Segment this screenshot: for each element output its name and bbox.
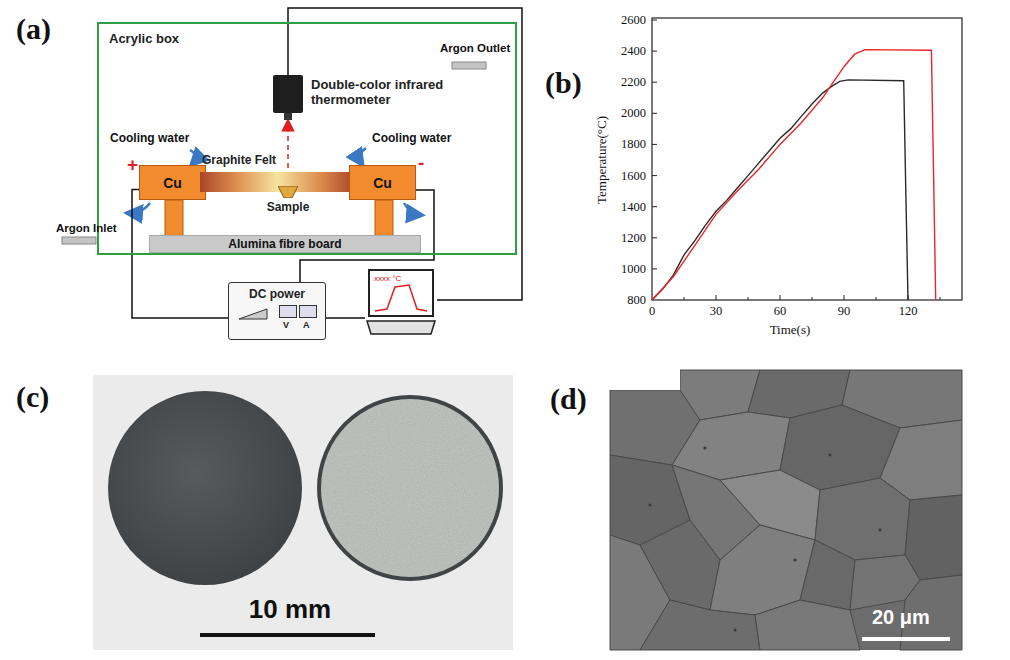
figure-label: 2600 bbox=[600, 12, 646, 28]
screen-curve bbox=[375, 285, 427, 311]
thermometer-lens bbox=[284, 113, 292, 120]
figure-label: 90 bbox=[824, 304, 864, 319]
alumina-board: Alumina fibre board bbox=[149, 235, 421, 253]
figure-label: Temperature(°C) bbox=[594, 95, 610, 225]
electrode-stand bbox=[375, 200, 393, 236]
meter-display bbox=[299, 305, 317, 318]
panel-letter: (a) bbox=[16, 12, 51, 46]
node-label: Sample bbox=[262, 200, 314, 214]
electrode-stand bbox=[165, 200, 183, 236]
graphite-felt: Graphite Felt bbox=[200, 172, 355, 192]
knob-shape bbox=[239, 309, 267, 319]
water-arrow bbox=[360, 148, 366, 164]
laptop: xxxx °C bbox=[365, 268, 437, 336]
figure-label: 800 bbox=[600, 292, 646, 308]
sample-piece: Sample bbox=[278, 186, 298, 198]
meter-display bbox=[279, 305, 297, 318]
laptop-screen bbox=[369, 270, 433, 316]
figure-label: Cooling water bbox=[110, 131, 189, 145]
figure-label: 0 bbox=[632, 304, 672, 319]
node-label: Alumina fibre board bbox=[150, 237, 420, 251]
node-label: V bbox=[283, 320, 289, 330]
node-label: Graphite Felt bbox=[202, 153, 276, 167]
figure-label: Time(s) bbox=[750, 322, 830, 338]
sample-shape bbox=[278, 186, 298, 198]
dc-power-supply: DC powerV A bbox=[228, 282, 326, 340]
sem-micrograph bbox=[610, 370, 962, 650]
figure-label: 120 bbox=[888, 304, 928, 319]
copper-electrode: Cu bbox=[349, 165, 416, 200]
figure-label: - bbox=[418, 152, 424, 174]
figure-label: 20 μm bbox=[872, 606, 930, 629]
wire bbox=[288, 8, 522, 300]
figure-label: 2200 bbox=[600, 74, 646, 90]
panel-letter: (d) bbox=[550, 382, 587, 416]
water-arrow bbox=[404, 203, 421, 215]
figure-label: 1200 bbox=[600, 230, 646, 246]
node-label: DC power bbox=[229, 287, 325, 301]
water-arrow bbox=[190, 150, 196, 164]
figure-label: Argon Outlet bbox=[440, 42, 510, 54]
figure-label: Cooling water bbox=[372, 131, 451, 145]
node-label: Acrylic box bbox=[109, 31, 179, 46]
node-label: Cu bbox=[350, 175, 415, 191]
figure-label: 1000 bbox=[600, 261, 646, 277]
figure-label: 60 bbox=[760, 304, 800, 319]
copper-electrode: Cu bbox=[139, 165, 206, 200]
node-label: xxxx °C bbox=[374, 274, 401, 283]
sample-photo bbox=[93, 375, 513, 650]
panel-letter: (c) bbox=[16, 380, 49, 414]
node-label: Double-color infrared thermometer bbox=[311, 77, 461, 107]
sample-outline bbox=[278, 186, 298, 198]
laptop-keyboard bbox=[367, 321, 435, 334]
figure-label: 2400 bbox=[600, 43, 646, 59]
panel-letter: (b) bbox=[545, 66, 582, 100]
figure-label: 30 bbox=[696, 304, 736, 319]
node-label: Cu bbox=[140, 175, 205, 191]
wire bbox=[326, 317, 365, 319]
figure-label: Argon Inlet bbox=[56, 222, 117, 234]
infrared-thermometer: Double-color infrared thermometer bbox=[273, 75, 303, 113]
gas-port bbox=[62, 237, 96, 244]
figure-label: 10 mm bbox=[210, 594, 370, 625]
control-knob bbox=[237, 305, 271, 325]
figure-label: + bbox=[127, 154, 138, 176]
gas-port bbox=[452, 62, 486, 69]
temperature-chart bbox=[652, 18, 962, 300]
node-label: A bbox=[303, 320, 310, 330]
